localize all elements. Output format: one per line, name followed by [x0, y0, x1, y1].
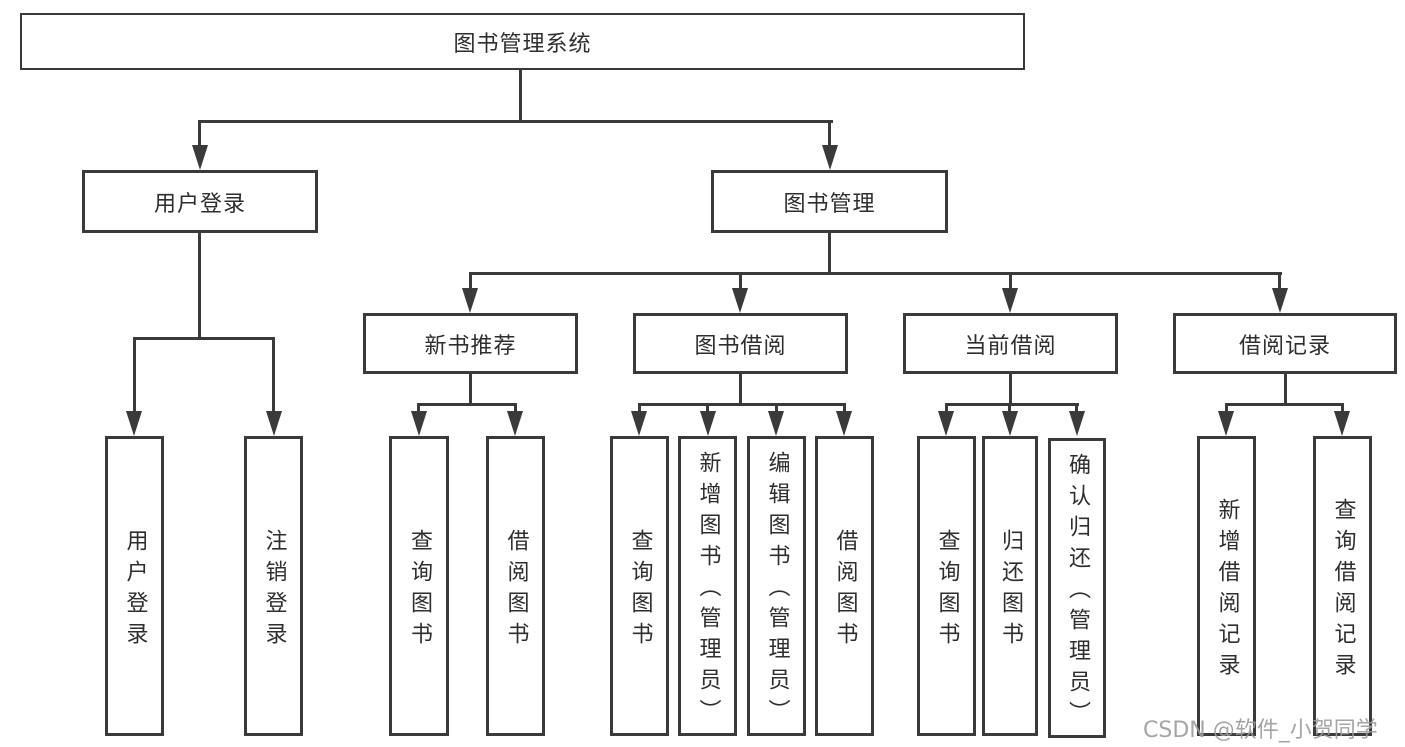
leaf-user-login: 用户登录: [105, 436, 164, 736]
node-label: 借阅记录: [1238, 333, 1331, 359]
leaf-query-borrow-record: 查询借阅记录: [1313, 436, 1372, 736]
arrow-down-icon: [507, 411, 523, 436]
leaf-logout: 注销登录: [244, 436, 303, 736]
connector-line: [1009, 374, 1012, 406]
arrow-down-icon: [462, 288, 478, 313]
node-label: 新增借阅记录: [1214, 497, 1240, 684]
connector-line: [638, 403, 846, 406]
node-current-borrowing: 当前借阅: [903, 313, 1118, 374]
connector-line: [775, 403, 778, 415]
arrow-down-icon: [1218, 411, 1234, 436]
watermark-text: CSDN @软件_小贺同学: [1143, 718, 1378, 743]
node-label: 用户登录: [122, 528, 148, 653]
arrow-down-icon: [1334, 411, 1350, 436]
arrow-down-icon: [266, 411, 282, 436]
node-label: 查询图书: [627, 528, 653, 653]
connector-line: [1278, 272, 1281, 292]
node-library-system: 图书管理系统: [20, 13, 1025, 70]
leaf-add-books-admin: 新增图书（管理员）: [678, 436, 737, 736]
connector-line: [1284, 374, 1287, 406]
node-book-borrowing: 图书借阅: [633, 313, 848, 374]
connector-line: [417, 403, 420, 415]
leaf-add-borrow-record: 新增借阅记录: [1197, 436, 1256, 736]
leaf-borrow-books-borrowing: 借阅图书: [815, 436, 874, 736]
node-label: 图书借阅: [694, 333, 787, 359]
connector-line: [514, 403, 517, 415]
arrow-down-icon: [1272, 288, 1288, 313]
arrow-down-icon: [631, 411, 647, 436]
connector-line: [133, 337, 275, 340]
arrow-down-icon: [732, 288, 748, 313]
node-label: 图书管理系统: [453, 31, 592, 57]
connector-line: [1225, 403, 1344, 406]
connector-line: [417, 403, 517, 406]
connector-line: [1341, 403, 1344, 415]
connector-line: [133, 337, 136, 415]
connector-line: [828, 233, 831, 275]
arrow-down-icon: [126, 411, 142, 436]
arrow-down-icon: [938, 411, 954, 436]
node-label: 新书推荐: [424, 333, 517, 359]
node-label: 图书管理: [783, 191, 876, 217]
connector-line: [945, 403, 948, 415]
leaf-query-books-current: 查询图书: [917, 436, 976, 736]
leaf-query-books-recommend: 查询图书: [389, 436, 449, 736]
arrow-down-icon: [822, 145, 838, 170]
node-label: 注销登录: [261, 528, 287, 653]
arrow-down-icon: [700, 411, 716, 436]
connector-line: [198, 233, 201, 340]
connector-line: [469, 374, 472, 406]
arrow-down-icon: [1002, 288, 1018, 313]
connector-line: [638, 403, 641, 415]
connector-line: [1009, 272, 1012, 292]
leaf-edit-books-admin: 编辑图书（管理员）: [747, 436, 806, 736]
connector-line: [198, 120, 201, 150]
leaf-return-books: 归还图书: [982, 436, 1038, 736]
connector-line: [519, 70, 522, 123]
connector-line: [739, 374, 742, 406]
connector-line: [843, 403, 846, 415]
connector-line: [199, 120, 833, 123]
node-label: 查询借阅记录: [1330, 497, 1356, 684]
node-book-management: 图书管理: [711, 170, 948, 233]
node-label: 查询图书: [407, 528, 432, 653]
node-label: 新增图书（管理员）: [695, 451, 721, 730]
node-label: 当前借阅: [964, 333, 1057, 359]
leaf-confirm-return-admin: 确认归还（管理员）: [1048, 438, 1106, 738]
node-label: 借阅图书: [503, 528, 529, 653]
connector-line: [945, 403, 1079, 406]
node-label: 确认归还（管理员）: [1065, 453, 1090, 732]
arrow-down-icon: [836, 411, 852, 436]
arrow-down-icon: [411, 411, 427, 436]
arrow-down-icon: [192, 145, 208, 170]
leaf-borrow-books-recommend: 借阅图书: [486, 436, 545, 736]
arrow-down-icon: [1002, 411, 1018, 436]
connector-line: [1225, 403, 1228, 415]
connector-line: [469, 272, 472, 292]
connector-line: [739, 272, 742, 292]
connector-line: [1075, 403, 1078, 415]
node-label: 查询图书: [934, 528, 960, 653]
connector-line: [272, 337, 275, 415]
node-label: 归还图书: [998, 528, 1023, 653]
node-label: 用户登录: [153, 191, 246, 217]
connector-line: [706, 403, 709, 415]
arrow-down-icon: [768, 411, 784, 436]
arrow-down-icon: [1069, 411, 1085, 436]
node-label: 借阅图书: [832, 528, 858, 653]
node-borrowing-records: 借阅记录: [1173, 313, 1397, 374]
connector-line: [828, 120, 831, 150]
leaf-query-books-borrowing: 查询图书: [610, 436, 669, 736]
connector-line: [1008, 403, 1011, 415]
node-user-login: 用户登录: [82, 170, 318, 233]
node-new-book-recommendation: 新书推荐: [363, 313, 578, 374]
connector-line: [469, 272, 1282, 275]
node-label: 编辑图书（管理员）: [764, 451, 790, 730]
